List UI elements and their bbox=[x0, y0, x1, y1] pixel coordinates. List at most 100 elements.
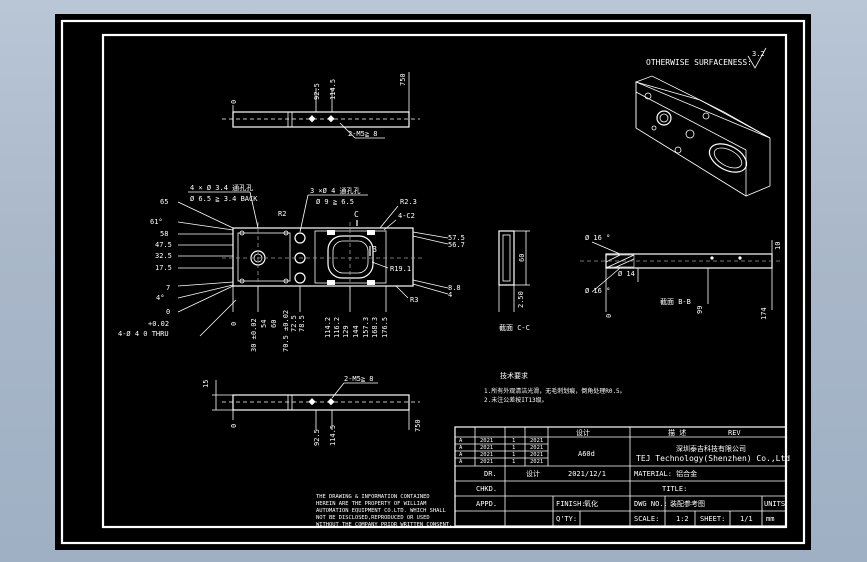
svg-text:32.5: 32.5 bbox=[155, 252, 172, 260]
svg-text:2021: 2021 bbox=[480, 445, 493, 451]
svg-text:CHKD.: CHKD. bbox=[476, 485, 497, 493]
surface-note: OTHERWISE SURFACENESS: bbox=[646, 58, 752, 67]
svg-text:10: 10 bbox=[774, 242, 782, 250]
svg-text:NOT BE DISCLOSED,REPRODUCED OR: NOT BE DISCLOSED,REPRODUCED OR USED bbox=[316, 515, 430, 521]
svg-text:DWG NO.:: DWG NO.: bbox=[634, 500, 668, 508]
svg-text:2.未注公差按IT13级。: 2.未注公差按IT13级。 bbox=[484, 396, 548, 404]
drawing-canvas bbox=[55, 14, 811, 550]
svg-text:116.2: 116.2 bbox=[333, 317, 341, 338]
svg-text:2021: 2021 bbox=[480, 452, 493, 458]
svg-text:4-Ø 4 0 THRU: 4-Ø 4 0 THRU bbox=[118, 330, 169, 338]
svg-text:C: C bbox=[354, 210, 359, 219]
svg-text:2.50: 2.50 bbox=[517, 291, 525, 308]
svg-text:UNITS: UNITS bbox=[764, 500, 785, 508]
svg-text:3 ×Ø 4 通孔孔: 3 ×Ø 4 通孔孔 bbox=[310, 186, 361, 195]
svg-text:HEREIN ARE THE PROPERTY OF WIL: HEREIN ARE THE PROPERTY OF WILLIAM bbox=[316, 501, 427, 507]
svg-text:MATERIAL: 铝合金: MATERIAL: 铝合金 bbox=[634, 469, 697, 478]
svg-text:60: 60 bbox=[518, 254, 526, 262]
svg-text:A60d: A60d bbox=[578, 450, 595, 458]
svg-text:2-M5≧ 8: 2-M5≧ 8 bbox=[344, 375, 374, 383]
svg-text:AUTOMATION EQUIPMENT CO.LTD. W: AUTOMATION EQUIPMENT CO.LTD. WHICH SHALL bbox=[316, 508, 446, 514]
svg-text:114.2: 114.2 bbox=[324, 317, 332, 338]
svg-text:截面 C-C: 截面 C-C bbox=[499, 323, 530, 332]
svg-text:15: 15 bbox=[202, 380, 210, 388]
svg-text:129: 129 bbox=[342, 325, 350, 338]
svg-text:750: 750 bbox=[399, 73, 407, 86]
svg-text:4-C2: 4-C2 bbox=[398, 212, 415, 220]
svg-text:技术要求: 技术要求 bbox=[500, 371, 528, 380]
svg-text:A: A bbox=[459, 459, 463, 465]
svg-text:99: 99 bbox=[696, 306, 704, 314]
svg-text:R2.3: R2.3 bbox=[400, 198, 417, 206]
front-bottom-dims: 0 30 ±0.02 54 60 70.5 ±0.02 72.5 78.5 11… bbox=[230, 286, 389, 352]
svg-text:FINISH:: FINISH: bbox=[556, 500, 586, 508]
front-view: 65 61° 58 47.5 32.5 17.5 7 4° 0 4 × Ø 3.… bbox=[118, 183, 465, 352]
svg-text:60: 60 bbox=[270, 320, 278, 328]
inner-border bbox=[101, 33, 788, 529]
svg-text:R2: R2 bbox=[278, 210, 286, 218]
svg-text:APPD.: APPD. bbox=[476, 500, 497, 508]
svg-text:WITHOUT THE COMPANY PRIOR WRIT: WITHOUT THE COMPANY PRIOR WRITTEN CONSEN… bbox=[316, 522, 452, 528]
svg-text:176.5: 176.5 bbox=[381, 317, 389, 338]
svg-text:+0.02: +0.02 bbox=[148, 320, 169, 328]
svg-text:0: 0 bbox=[166, 308, 170, 316]
svg-text:设计: 设计 bbox=[526, 469, 540, 478]
svg-text:Ø 14: Ø 14 bbox=[618, 270, 635, 278]
svg-text:57.5: 57.5 bbox=[448, 234, 465, 242]
svg-text:Ø 6.5 ≧ 3.4 BACK: Ø 6.5 ≧ 3.4 BACK bbox=[190, 195, 258, 203]
svg-text:65: 65 bbox=[160, 198, 168, 206]
svg-text:92.5: 92.5 bbox=[313, 429, 321, 446]
top-view: 0 92.5 114.5 750 2-M5≧ 8 bbox=[222, 72, 420, 139]
svg-text:168.3: 168.3 bbox=[371, 317, 379, 338]
copyright-notice: THE DRAWING & INFORMATION CONTAINED HERE… bbox=[316, 494, 452, 528]
svg-text:mm: mm bbox=[766, 515, 774, 523]
svg-text:TITLE:: TITLE: bbox=[662, 485, 687, 493]
svg-text:174: 174 bbox=[760, 307, 768, 320]
svg-text:SCALE:: SCALE: bbox=[634, 515, 659, 523]
svg-text:2021: 2021 bbox=[530, 438, 543, 444]
svg-text:B: B bbox=[372, 245, 377, 254]
svg-text:0: 0 bbox=[230, 424, 238, 428]
svg-text:114.5: 114.5 bbox=[329, 425, 337, 446]
section-view: Ø 16 ° Ø 14 Ø 16 ° 0 10 99 174 截面 B-B bbox=[580, 234, 782, 320]
svg-text:Q'TY:: Q'TY: bbox=[556, 515, 577, 523]
svg-text:61°: 61° bbox=[150, 218, 163, 226]
svg-text:750: 750 bbox=[414, 419, 422, 432]
svg-text:2-M5≧ 8: 2-M5≧ 8 bbox=[348, 130, 378, 138]
svg-text:装配参考图: 装配参考图 bbox=[670, 499, 705, 508]
outer-border bbox=[60, 19, 806, 545]
svg-text:72.5: 72.5 bbox=[290, 315, 298, 332]
svg-text:2021: 2021 bbox=[480, 438, 493, 444]
svg-text:17.5: 17.5 bbox=[155, 264, 172, 272]
svg-text:92.5: 92.5 bbox=[313, 83, 321, 100]
svg-text:2021: 2021 bbox=[530, 452, 543, 458]
svg-text:56.7: 56.7 bbox=[448, 241, 465, 249]
svg-text:2021: 2021 bbox=[530, 445, 543, 451]
svg-text:2021: 2021 bbox=[530, 459, 543, 465]
svg-text:114.5: 114.5 bbox=[329, 79, 337, 100]
svg-text:2021/12/1: 2021/12/1 bbox=[568, 470, 606, 478]
svg-text:A: A bbox=[459, 438, 463, 444]
svg-text:0: 0 bbox=[605, 314, 613, 318]
tech-notes: 技术要求 1.所有外观清洁光滑，无毛刺划痕，倒角处理R0.5。 2.未注公差按I… bbox=[484, 371, 626, 404]
svg-text:47.5: 47.5 bbox=[155, 241, 172, 249]
svg-text:30 ±0.02: 30 ±0.02 bbox=[250, 318, 258, 352]
svg-text:70.5 ±0.02: 70.5 ±0.02 bbox=[282, 310, 290, 352]
svg-text:1:2: 1:2 bbox=[676, 515, 689, 523]
isometric-view bbox=[634, 75, 771, 197]
svg-text:THE DRAWING & INFORMATION CONT: THE DRAWING & INFORMATION CONTAINED bbox=[316, 494, 430, 500]
svg-text:1: 1 bbox=[512, 459, 515, 465]
svg-text:设计: 设计 bbox=[576, 428, 590, 437]
svg-text:Ø 9 ≧ 6.5: Ø 9 ≧ 6.5 bbox=[316, 198, 354, 206]
svg-text:0: 0 bbox=[230, 322, 238, 326]
title-block: A 2021 1 2021 A 2021 1 2021 A 2021 1 202… bbox=[454, 426, 790, 527]
svg-text:144: 144 bbox=[352, 325, 360, 338]
svg-text:截面 B-B: 截面 B-B bbox=[660, 297, 691, 306]
svg-text:R3: R3 bbox=[410, 296, 418, 304]
svg-text:SHEET:: SHEET: bbox=[700, 515, 725, 523]
svg-text:A: A bbox=[459, 452, 463, 458]
svg-text:Ø 16 °: Ø 16 ° bbox=[585, 234, 610, 242]
svg-text:3.2: 3.2 bbox=[752, 50, 765, 58]
svg-text:Ø 16 °: Ø 16 ° bbox=[585, 287, 610, 295]
svg-text:1/1: 1/1 bbox=[740, 515, 753, 523]
